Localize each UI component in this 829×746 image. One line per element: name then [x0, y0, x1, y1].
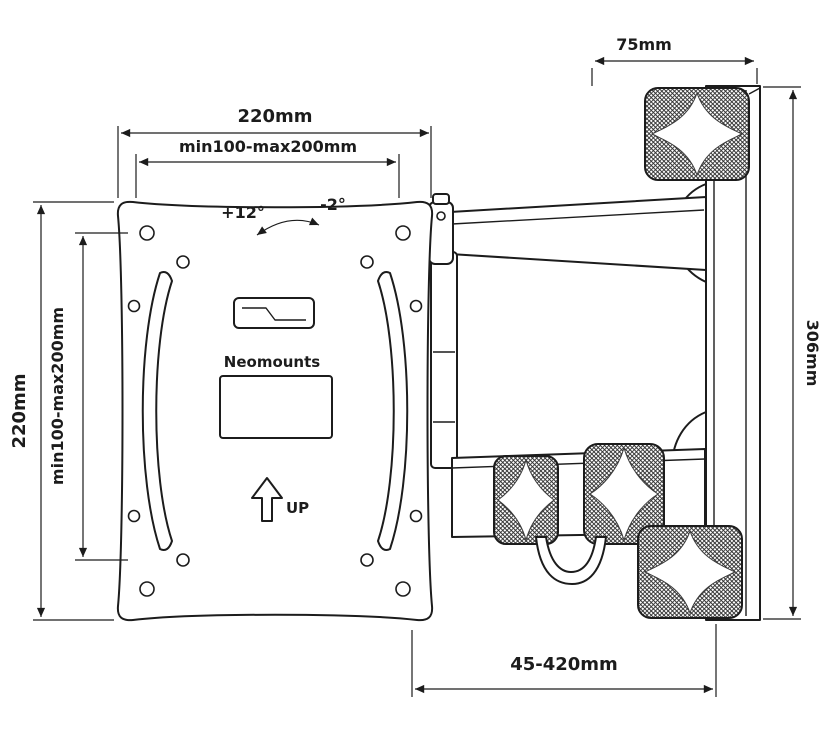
hinge-column: [428, 201, 458, 469]
dim-extension-range-extension-lines: [411, 624, 717, 697]
dim-plate-height: 220mm: [9, 201, 114, 621]
tilt-angle-annotation: +12° -2°: [221, 195, 346, 236]
mounting-hole: [176, 255, 190, 269]
dim-plate-width-extension-lines: [117, 126, 432, 198]
mounting-hole: [127, 509, 141, 523]
dim-plate-width-vesa-extension-lines: [135, 154, 400, 198]
tilt-down-label: -2°: [320, 195, 346, 214]
mounting-holes: [127, 225, 423, 597]
tilt-arc-arrow: [256, 217, 320, 236]
dim-mount-depth-extension-lines: [591, 68, 758, 86]
top-wall-pad-center: [650, 91, 744, 177]
dim-extension-range: 45-420mm: [411, 624, 717, 697]
dim-plate-height-vesa-extension-lines: [75, 232, 128, 561]
tilt-clamp-right-center: [589, 446, 659, 542]
dim-wall-bracket-height-extension-lines: [763, 86, 801, 620]
up-label: UP: [286, 499, 309, 517]
central-cutout: [219, 375, 333, 439]
tilt-clamp-left-center: [497, 458, 555, 542]
mounting-hole: [127, 299, 141, 313]
dim-plate-height-label: 220mm: [9, 373, 30, 448]
brand-label: Neomounts: [224, 353, 320, 371]
pivot-knob: [432, 193, 450, 221]
mounting-hole: [139, 581, 155, 597]
bottom-wall-pad: [637, 525, 743, 619]
dim-extension-range-label: 45-420mm: [510, 654, 618, 675]
dim-plate-height-vesa: min100-max200mm: [48, 232, 128, 561]
top-handle-slot-outline: [233, 297, 315, 329]
dim-plate-width-vesa: min100-max200mm: [135, 137, 400, 198]
dim-plate-width-label: 220mm: [237, 106, 312, 127]
dim-plate-width-vesa-label: min100-max200mm: [179, 137, 357, 156]
clamp-handle: [535, 536, 607, 585]
hinge-column-body: [430, 251, 458, 469]
mounting-hole: [395, 581, 411, 597]
dim-mount-depth-label: 75mm: [616, 35, 672, 54]
mounting-hole: [139, 225, 155, 241]
upper-arm-edge-line: [451, 209, 705, 225]
orientation-marker: UP: [251, 477, 309, 522]
top-wall-pad-depth-line: [748, 87, 761, 95]
pivot-knob-cap: [432, 193, 450, 205]
mounting-hole: [176, 553, 190, 567]
dim-wall-bracket-height: 306mm: [763, 86, 822, 620]
mounting-hole: [360, 255, 374, 269]
tilt-up-label: +12°: [221, 203, 265, 222]
bottom-wall-pad-center: [643, 529, 737, 615]
dim-mount-depth: 75mm: [591, 35, 758, 86]
left-adjustment-slot: [141, 271, 173, 551]
vesa-plate: Neomounts UP: [116, 200, 434, 622]
right-adjustment-slot: [377, 271, 409, 551]
mounting-hole: [409, 299, 423, 313]
top-wall-pad: [644, 87, 761, 181]
dim-plate-height-extension-lines: [33, 201, 114, 621]
hinge-column-detail: [433, 351, 455, 423]
lower-arm: [451, 443, 706, 585]
up-arrow-icon: [251, 477, 283, 522]
mounting-hole: [395, 225, 411, 241]
top-handle-slot: [233, 297, 315, 329]
upper-arm: [449, 196, 707, 271]
dim-plate-width: 220mm: [117, 106, 432, 198]
top-handle-slot-detail: [242, 307, 306, 321]
mounting-hole: [360, 553, 374, 567]
dim-wall-bracket-height-label: 306mm: [803, 320, 822, 387]
pivot-axis: [436, 211, 446, 221]
dim-plate-height-vesa-label: min100-max200mm: [48, 307, 67, 485]
mounting-hole: [409, 509, 423, 523]
upper-arm-bar: [449, 196, 707, 271]
lower-arm-bar: [451, 448, 706, 538]
